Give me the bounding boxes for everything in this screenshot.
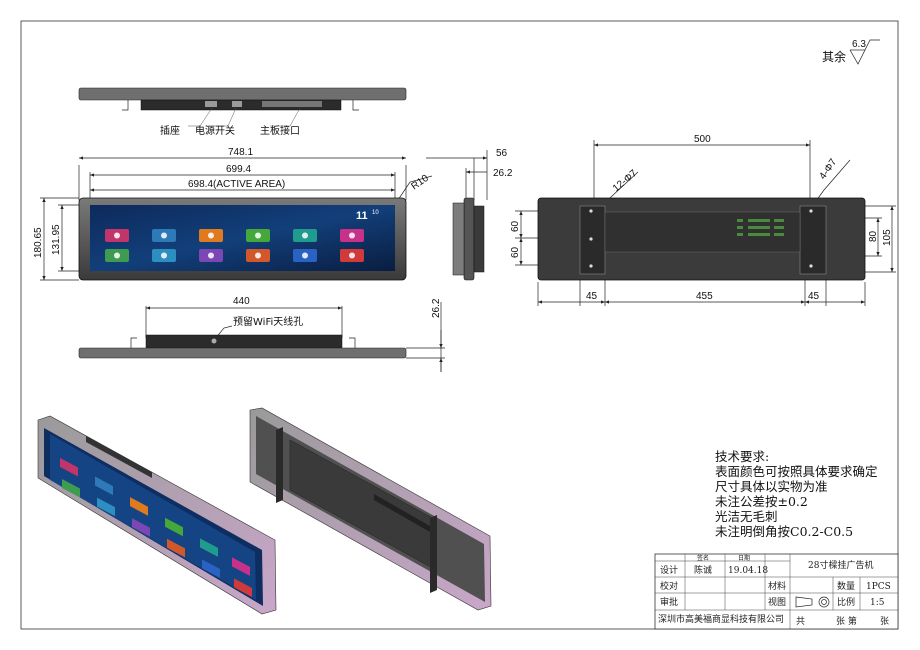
designer-name: 陈诚 [694,564,712,576]
dim-45-left: 45 [586,291,598,302]
dim-699-4: 699.4 [226,164,251,175]
sheet-end-label: 张 [880,616,889,627]
approve-label: 审批 [660,596,678,608]
company-name: 深圳市高美福商显科技有限公司 [658,613,784,625]
screen-clock-sup: 10 [372,210,379,216]
requirement-line: 表面颜色可按照具体要求确定 [715,464,878,479]
dim-45-right: 45 [808,291,820,302]
app-icon-glyph [161,252,167,259]
top-view: 插座 电源开关 主板接口 [78,87,407,137]
app-icon-glyph [349,232,355,239]
projection-symbol-icon [795,596,830,608]
requirement-line: 尺寸具体以实物为准 [715,479,828,494]
app-icon-glyph [255,232,261,239]
rear-view: 500 12-Φ7 4-Φ7 60 60 80 105 45 455 45 [510,134,896,306]
app-icon-glyph [208,252,214,259]
design-date: 19.04.18 [728,566,768,576]
dim-26-2-bottom: 26.2 [431,298,442,318]
app-icon-glyph [114,232,120,239]
scale-label: 比例 [837,596,855,608]
material-label: 材料 [768,580,786,592]
socket-label: 插座 [160,124,180,137]
dim-60-bottom: 60 [510,246,521,258]
total-label: 共 [796,616,805,627]
app-icon-glyph [349,252,355,259]
dim-500: 500 [694,134,711,145]
hdr-sign: 签名 [697,554,709,562]
app-icon-glyph [208,232,214,239]
dim-r10: R10 [409,173,431,193]
wifi-hole-label: 预留WiFi天线孔 [233,315,303,328]
app-icon-glyph [302,232,308,239]
requirement-line: 光洁无毛刺 [715,509,778,524]
app-icon-glyph [302,252,308,259]
dim-105: 105 [882,229,893,246]
dim-4-holes: 4-Φ7 [817,157,839,182]
hdr-date: 日期 [738,554,750,562]
qty-value: 1PCS [866,582,891,592]
sheet-label: 张 第 [836,615,857,627]
app-icon-glyph [114,252,120,259]
requirements-title: 技术要求: [715,449,769,464]
power-switch-label: 电源开关 [195,124,235,137]
qty-label: 数量 [837,580,855,592]
dim-80: 80 [868,230,879,242]
dim-180-65: 180.65 [33,227,44,258]
iso-rear-view [249,407,492,611]
dim-455: 455 [696,291,713,302]
screen-clock: 11 [356,210,368,222]
side-view: 56 26.2 [426,148,513,281]
dim-26-2-side: 26.2 [493,168,513,179]
requirement-line: 未注明倒角按C0.2-C0.5 [715,524,853,539]
app-icon-grid [105,229,364,262]
iso-front-view [37,415,277,615]
dim-60-top: 60 [510,220,521,232]
title-block: 签名 日期 设计 陈诚 19.04.18 28寸樑挂广告机 校对 材料 数量 1… [654,553,899,630]
check-label: 校对 [660,580,678,592]
product-name: 28寸樑挂广告机 [808,559,873,571]
roughness-value: 6.3 [852,39,866,50]
app-icon-glyph [161,232,167,239]
view-label: 视图 [768,596,786,608]
dim-active-area: 698.4(ACTIVE AREA) [188,179,285,190]
mainboard-port-label: 主板接口 [260,124,300,137]
sheet-border [20,20,899,630]
dim-56: 56 [496,148,508,159]
roughness-symbol: 其余 6.3 [822,39,880,65]
app-icon-glyph [255,252,261,259]
roughness-label: 其余 [822,49,846,64]
dim-131-95: 131.95 [51,224,62,255]
bottom-view: 440 26.2 预留WiFi天线孔 [78,296,445,372]
requirement-line: 未注公差按±0.2 [715,494,808,509]
design-label: 设计 [660,564,678,576]
dim-440: 440 [233,296,250,307]
dim-748: 748.1 [228,147,253,158]
front-view: 748.1 699.4 698.4(ACTIVE AREA) 180.65 13… [33,147,433,281]
iso-app-icons [60,457,252,597]
dim-12-holes: 12-Φ7 [611,168,640,195]
technical-requirements: 技术要求: 表面颜色可按照具体要求确定 尺寸具体以实物为准 未注公差按±0.2 … [715,449,878,539]
scale-value: 1:5 [870,598,885,608]
